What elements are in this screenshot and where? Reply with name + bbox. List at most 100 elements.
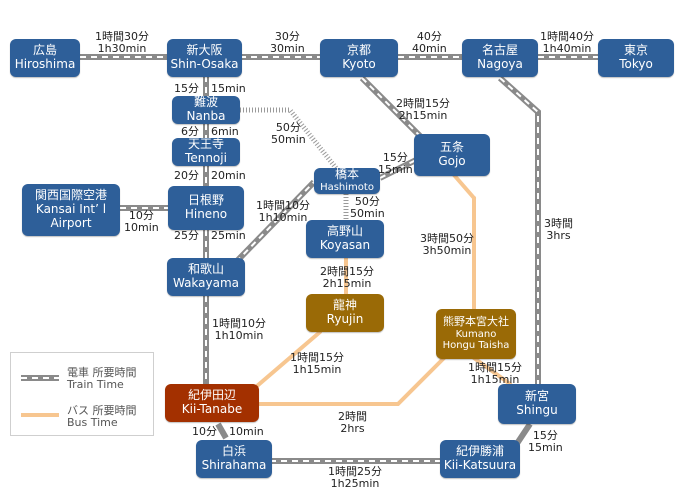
- station-tennoji: 天王寺 Tennoji: [172, 137, 240, 166]
- legend-swatches: [21, 375, 59, 417]
- time-ja: 10分: [128, 209, 154, 222]
- time-shirahama-katsuura: 1時間25分 1h25min: [328, 466, 382, 490]
- time-en: 40min: [412, 42, 447, 55]
- time-gojo-hashimoto: 15分 15min: [378, 152, 413, 176]
- time-ja: 2時間15分: [320, 265, 374, 278]
- time-kumano-shingu: 1時間15分 1h15min: [468, 362, 522, 386]
- time-en: 1h10min: [258, 211, 308, 224]
- bus-stop-ryujin: 龍神 Ryujin: [306, 294, 384, 332]
- station-nanba: 難波 Nanba: [172, 95, 240, 124]
- time-en: 3h50min: [422, 244, 472, 257]
- station-name-ja: 新宮: [524, 389, 549, 404]
- station-name-ja: 五条: [439, 140, 464, 155]
- station-name-ja: 新大阪: [186, 43, 223, 58]
- time-en: 15min: [378, 163, 413, 176]
- station-name-en: Kyoto: [342, 57, 376, 71]
- time-en: 2hrs: [340, 422, 365, 435]
- station-name-en: Kii-Tanabe: [181, 402, 243, 416]
- bus-route-ryujin-kiitanabe: [248, 330, 322, 394]
- time-ja: 1時間30分: [95, 30, 149, 43]
- station-gojo: 五条 Gojo: [414, 134, 490, 176]
- bus-route-kiitanabe-kumano: [256, 354, 448, 406]
- time-shinosaka-nanba-ja: 15分: [174, 82, 199, 95]
- station-tokyo: 東京 Tokyo: [598, 39, 674, 77]
- station-name-ja: 天王寺: [187, 137, 224, 152]
- train-routes: [80, 54, 598, 464]
- station-hiroshima: 広島 Hiroshima: [10, 39, 80, 77]
- time-en: 50min: [350, 207, 385, 220]
- time-ja: 30分: [274, 30, 300, 43]
- station-name-en: Hashimoto: [320, 182, 374, 194]
- time-hineno-wakayama-en: 25min: [211, 229, 246, 242]
- time-kiitanabe-shirahama-ja: 10分: [192, 425, 217, 438]
- time-ja: 2時間: [338, 410, 367, 423]
- time-en: 2h15min: [322, 277, 372, 290]
- station-name-en: Nagoya: [477, 57, 523, 71]
- station-name-en: Kumano: [455, 328, 497, 340]
- time-en: 50min: [271, 133, 306, 146]
- time-tennoji-hineno-ja: 20分: [174, 169, 199, 182]
- bus-stop-kumano-hongu-taisha: 熊野本宮大社 Kumano Hongu Taisha: [436, 309, 516, 359]
- time-ja: 2時間15分: [396, 97, 450, 110]
- time-ja: 15分: [382, 151, 408, 164]
- station-name-en: Gojo: [438, 154, 466, 168]
- time-nagoya-shingu: 3時間 3hrs: [544, 218, 573, 242]
- time-en: 1h40min: [542, 42, 592, 55]
- station-wakayama: 和歌山 Wakayama: [167, 258, 245, 296]
- time-kiitanabe-shirahama-en: 10min: [229, 425, 264, 438]
- station-hineno: 日根野 Hineno: [168, 186, 244, 230]
- station-kii-katsuura: 紀伊勝浦 Kii-Katsuura: [440, 440, 520, 478]
- station-name-ja: 京都: [346, 43, 371, 58]
- legend-bus: バス 所要時間 Bus Time: [67, 405, 137, 429]
- time-en: 1h15min: [470, 373, 520, 386]
- time-en: 15min: [528, 441, 563, 454]
- time-wakayama-hashimoto: 1時間10分 1h10min: [256, 200, 310, 224]
- legend-train-ja: 電車 所要時間: [67, 366, 137, 379]
- station-name-en: Kansai Int’ l: [35, 202, 107, 217]
- station-name-ja: 日根野: [187, 193, 224, 208]
- station-name-en: Koyasan: [319, 238, 371, 252]
- station-name-ja: 橋本: [334, 167, 359, 182]
- time-shinosaka-kyoto: 30分 30min: [270, 31, 305, 55]
- time-ja: 1時間15分: [290, 351, 344, 364]
- time-hashimoto-koyasan: 50分 50min: [350, 196, 385, 220]
- station-name-ja: 熊野本宮大社: [443, 315, 509, 329]
- station-kansai-airport: 関西国際空港 Kansai Int’ l Airport: [22, 184, 120, 236]
- legend-train-en: Train Time: [67, 378, 124, 391]
- legend-bus-ja: バス 所要時間: [67, 404, 137, 417]
- station-name-en: Ryujin: [326, 312, 364, 326]
- time-ja: 1時間25分: [328, 465, 382, 478]
- hub-kii-tanabe: 紀伊田辺 Kii-Tanabe: [165, 384, 259, 422]
- station-name-en: Hineno: [184, 207, 228, 221]
- station-shin-osaka: 新大阪 Shin-Osaka: [167, 39, 242, 77]
- time-ja: 3時間50分: [420, 232, 474, 245]
- time-en: 3hrs: [546, 229, 571, 242]
- time-en: 2h15min: [398, 109, 448, 122]
- time-ryujin-kiitanabe: 1時間15分 1h15min: [290, 352, 344, 376]
- time-nanba-tennoji-en: 6min: [211, 125, 239, 138]
- time-ja: 40分: [416, 30, 442, 43]
- time-koyasan-ryujin: 2時間15分 2h15min: [320, 266, 374, 290]
- station-name-en: Shirahama: [201, 458, 267, 472]
- time-en: 30min: [270, 42, 305, 55]
- station-name-ja: 高野山: [326, 224, 363, 239]
- station-name-en: Kii-Katsuura: [443, 458, 517, 472]
- station-name-ja: 関西国際空港: [34, 188, 107, 203]
- station-name-ja: 難波: [193, 95, 218, 110]
- time-shinosaka-nanba-en: 15min: [211, 82, 246, 95]
- station-name-ja: 広島: [32, 43, 57, 58]
- time-ja: 50分: [354, 195, 380, 208]
- station-name-en: Nanba: [186, 109, 226, 123]
- station-name-ja: 白浜: [221, 444, 246, 459]
- time-airport-hineno: 10分 10min: [124, 210, 159, 234]
- time-kyoto-gojo: 2時間15分 2h15min: [396, 98, 450, 122]
- station-name-en: Wakayama: [172, 276, 240, 290]
- time-nanba-tennoji-ja: 6分: [181, 125, 199, 138]
- time-katsuura-shingu: 15分 15min: [528, 430, 563, 454]
- station-name-en: Tokyo: [619, 57, 653, 71]
- station-name-ja: 名古屋: [481, 43, 518, 58]
- station-shirahama: 白浜 Shirahama: [196, 440, 272, 478]
- time-ja: 1時間10分: [256, 199, 310, 212]
- time-ja: 1時間40分: [540, 30, 594, 43]
